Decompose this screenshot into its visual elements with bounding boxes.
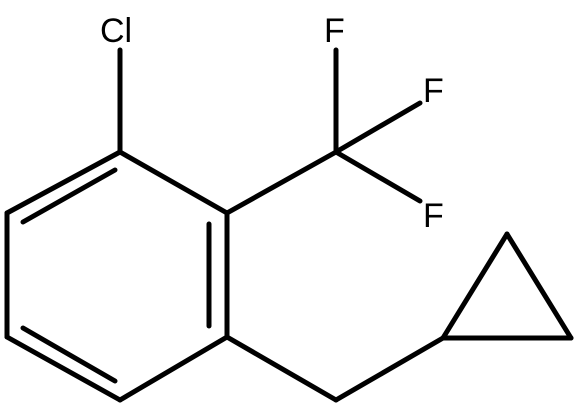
atom-label-fluorine-right: F <box>423 72 444 110</box>
bond-cf3-f-bottom <box>333 149 423 204</box>
bond-cf3-f-right <box>333 100 423 155</box>
bond-c5-ch2 <box>224 334 339 403</box>
ring-double-bond-inner-2 <box>20 325 118 384</box>
bond-c6-cf3 <box>224 149 339 216</box>
cyclopropyl-bond-right <box>504 231 574 341</box>
ring-bond-c4-c5 <box>117 334 230 403</box>
ring-bond-c3-c4 <box>4 334 123 403</box>
atom-label-chlorine: Cl <box>100 12 132 50</box>
atom-label-fluorine-bottom: F <box>423 197 444 235</box>
cyclopropyl-bond-left <box>440 231 510 341</box>
ring-bond-c6-c1 <box>117 149 230 216</box>
ring-bond-c1-c2 <box>4 149 123 216</box>
atom-label-fluorine-top: F <box>324 12 345 50</box>
bond-ch2-cyclopropyl <box>333 335 446 403</box>
ring-double-bond-inner-1 <box>20 167 118 225</box>
